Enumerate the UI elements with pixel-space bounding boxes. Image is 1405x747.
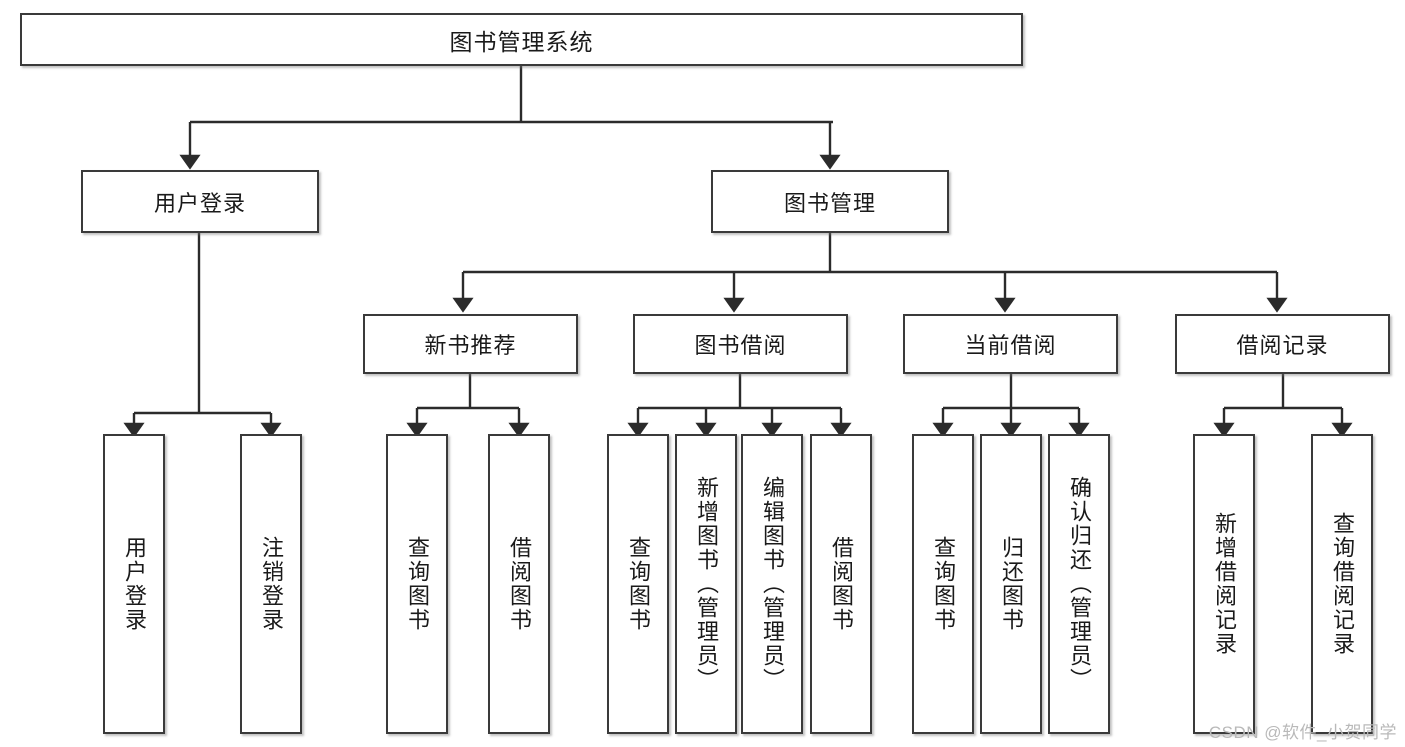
node-book-borrow-label: 图书借阅 <box>694 333 787 358</box>
node-book-borrow[interactable]: 图书借阅 <box>633 314 848 374</box>
node-leaf-borrow-book-1[interactable]: 借阅图书 <box>488 434 550 734</box>
node-user-login-label: 用户登录 <box>153 190 246 216</box>
node-leaf-query-book-2[interactable]: 查询图书 <box>607 434 669 734</box>
node-leaf-confirm-return-label: 确认归还（管理员） <box>1066 476 1092 692</box>
node-book-manage-label: 图书管理 <box>783 190 876 216</box>
node-book-manage[interactable]: 图书管理 <box>711 170 949 233</box>
node-leaf-query-record-label: 查询借阅记录 <box>1329 512 1355 656</box>
node-leaf-edit-book[interactable]: 编辑图书（管理员） <box>741 434 803 734</box>
node-leaf-query-book-1[interactable]: 查询图书 <box>386 434 448 734</box>
watermark: CSDN @软件_小贺同学 <box>1208 723 1397 742</box>
node-leaf-return-book[interactable]: 归还图书 <box>980 434 1042 734</box>
node-leaf-query-record[interactable]: 查询借阅记录 <box>1311 434 1373 734</box>
node-borrow-record-label: 借阅记录 <box>1236 333 1329 358</box>
node-root[interactable]: 图书管理系统 <box>20 13 1023 66</box>
node-current-borrow[interactable]: 当前借阅 <box>903 314 1118 374</box>
node-leaf-user-login[interactable]: 用户登录 <box>103 434 165 734</box>
node-user-login[interactable]: 用户登录 <box>81 170 319 233</box>
node-borrow-record[interactable]: 借阅记录 <box>1175 314 1390 374</box>
node-current-borrow-label: 当前借阅 <box>964 333 1057 358</box>
node-leaf-add-record[interactable]: 新增借阅记录 <box>1193 434 1255 734</box>
node-leaf-add-book[interactable]: 新增图书（管理员） <box>675 434 737 734</box>
node-root-label: 图书管理系统 <box>449 28 594 55</box>
node-leaf-add-record-label: 新增借阅记录 <box>1211 512 1237 656</box>
node-leaf-borrow-book-2[interactable]: 借阅图书 <box>810 434 872 734</box>
node-leaf-return-book-label: 归还图书 <box>998 536 1024 632</box>
node-leaf-logout[interactable]: 注销登录 <box>240 434 302 734</box>
node-leaf-query-book-1-label: 查询图书 <box>404 536 430 632</box>
node-leaf-borrow-book-1-label: 借阅图书 <box>506 536 532 632</box>
node-new-book-rec[interactable]: 新书推荐 <box>363 314 578 374</box>
node-leaf-query-book-3-label: 查询图书 <box>930 536 956 632</box>
node-leaf-edit-book-label: 编辑图书（管理员） <box>759 476 785 692</box>
node-leaf-borrow-book-2-label: 借阅图书 <box>828 536 854 632</box>
node-leaf-add-book-label: 新增图书（管理员） <box>693 476 719 692</box>
node-leaf-logout-label: 注销登录 <box>258 536 284 632</box>
node-leaf-confirm-return[interactable]: 确认归还（管理员） <box>1048 434 1110 734</box>
node-leaf-user-login-label: 用户登录 <box>121 536 147 632</box>
node-leaf-query-book-2-label: 查询图书 <box>625 536 651 632</box>
node-new-book-rec-label: 新书推荐 <box>424 333 517 358</box>
node-leaf-query-book-3[interactable]: 查询图书 <box>912 434 974 734</box>
